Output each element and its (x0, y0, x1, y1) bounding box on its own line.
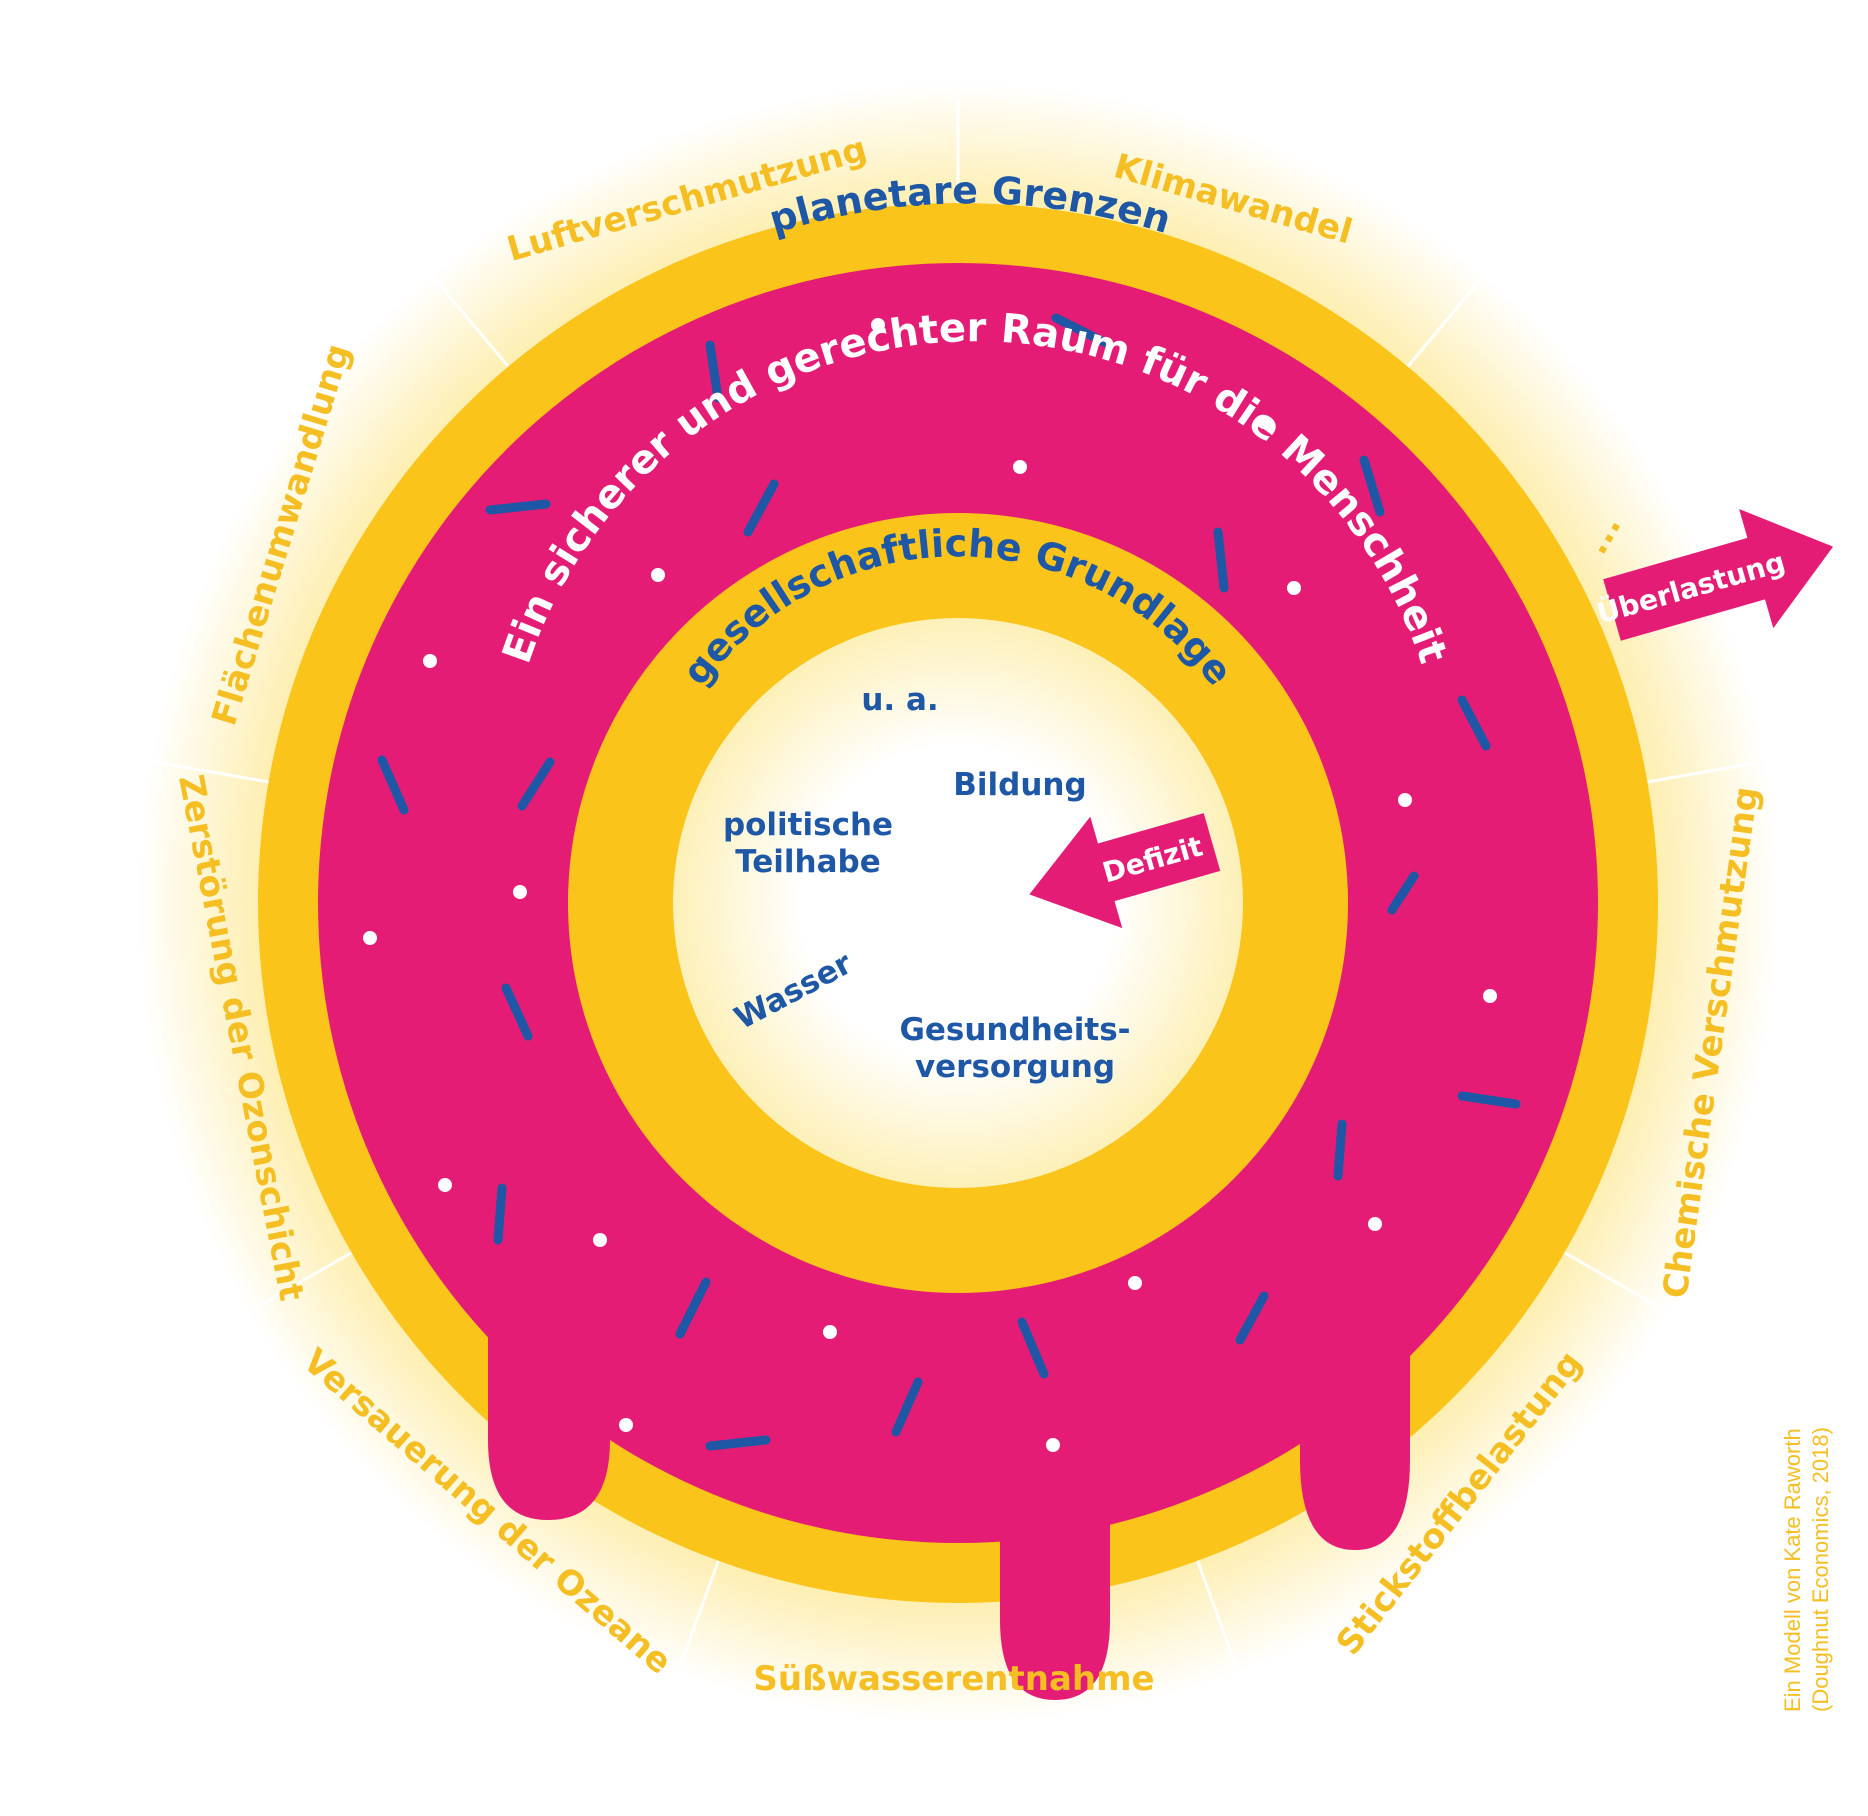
credit: Ein Modell von Kate Raworth (Doughnut Ec… (1780, 1427, 1833, 1712)
sprinkles-dots (363, 318, 1497, 1452)
label-gesundheits: Gesundheits- (899, 1012, 1130, 1048)
label-ua: u. a. (861, 682, 938, 718)
credit-line-1: Ein Modell von Kate Raworth (1780, 1428, 1805, 1712)
label-bildung: Bildung (953, 767, 1086, 803)
credit-line-2: (Doughnut Economics, 2018) (1808, 1427, 1833, 1712)
label-versorgung: versorgung (915, 1049, 1115, 1085)
label-teilhabe: Teilhabe (735, 844, 881, 880)
label-politische: politische (723, 807, 893, 843)
shortfall-area (673, 618, 1243, 1188)
label-suesswasserentnahme: Süßwasserentnahme (753, 1659, 1154, 1699)
shortfall-arrow: Defizit (1029, 813, 1221, 929)
sprinkles-lines (377, 313, 1521, 1451)
